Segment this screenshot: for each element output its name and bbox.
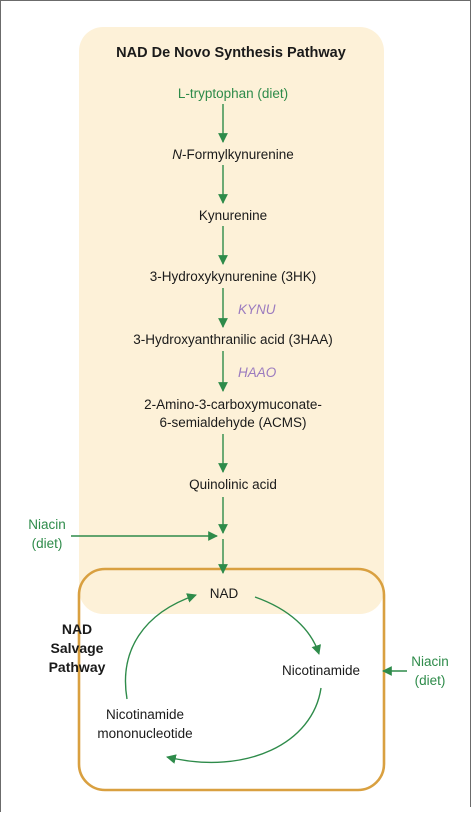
frame-bottom-gap bbox=[1, 807, 471, 813]
node-nmn-line1: Nicotinamide bbox=[106, 707, 184, 722]
step-acms-line1: 2-Amino-3-carboxymuconate- bbox=[144, 397, 322, 412]
step-3hk: 3-Hydroxykynurenine (3HK) bbox=[150, 269, 317, 284]
arrow-nicotinamide-to-nmn bbox=[166, 687, 322, 764]
node-nad: NAD bbox=[210, 586, 239, 601]
step-acms-line2: 6-semialdehyde (ACMS) bbox=[159, 415, 306, 430]
node-nicotinamide: Nicotinamide bbox=[282, 663, 360, 678]
de-novo-pathway-box bbox=[79, 27, 384, 614]
niacin-left-line1: Niacin bbox=[28, 517, 66, 532]
enzyme-kynu: KYNU bbox=[238, 302, 276, 317]
step-tryptophan: L-tryptophan (diet) bbox=[178, 86, 288, 101]
niacin-right-line1: Niacin bbox=[411, 654, 449, 669]
salvage-label-line3: Pathway bbox=[49, 659, 106, 675]
step-quinolinic-acid: Quinolinic acid bbox=[189, 477, 277, 492]
salvage-label-line1: NAD bbox=[62, 621, 92, 637]
step-formylkynurenine: N-Formylkynurenine bbox=[172, 147, 294, 162]
salvage-pathway-box bbox=[77, 567, 386, 792]
formyl-rest: -Formylkynurenine bbox=[182, 147, 294, 162]
enzyme-haao: HAAO bbox=[238, 365, 277, 380]
step-kynurenine: Kynurenine bbox=[199, 208, 267, 223]
niacin-right-line2: (diet) bbox=[415, 673, 446, 688]
step-3haa: 3-Hydroxyanthranilic acid (3HAA) bbox=[133, 332, 333, 347]
niacin-left-line2: (diet) bbox=[32, 536, 63, 551]
arrow-nad-to-nicotinamide bbox=[254, 596, 321, 655]
node-nmn-line2: mononucleotide bbox=[97, 726, 192, 741]
de-novo-title: NAD De Novo Synthesis Pathway bbox=[116, 45, 346, 61]
salvage-label-line2: Salvage bbox=[51, 640, 104, 656]
arrow-nmn-to-nad bbox=[124, 593, 197, 700]
formyl-prefix: N bbox=[172, 147, 182, 162]
